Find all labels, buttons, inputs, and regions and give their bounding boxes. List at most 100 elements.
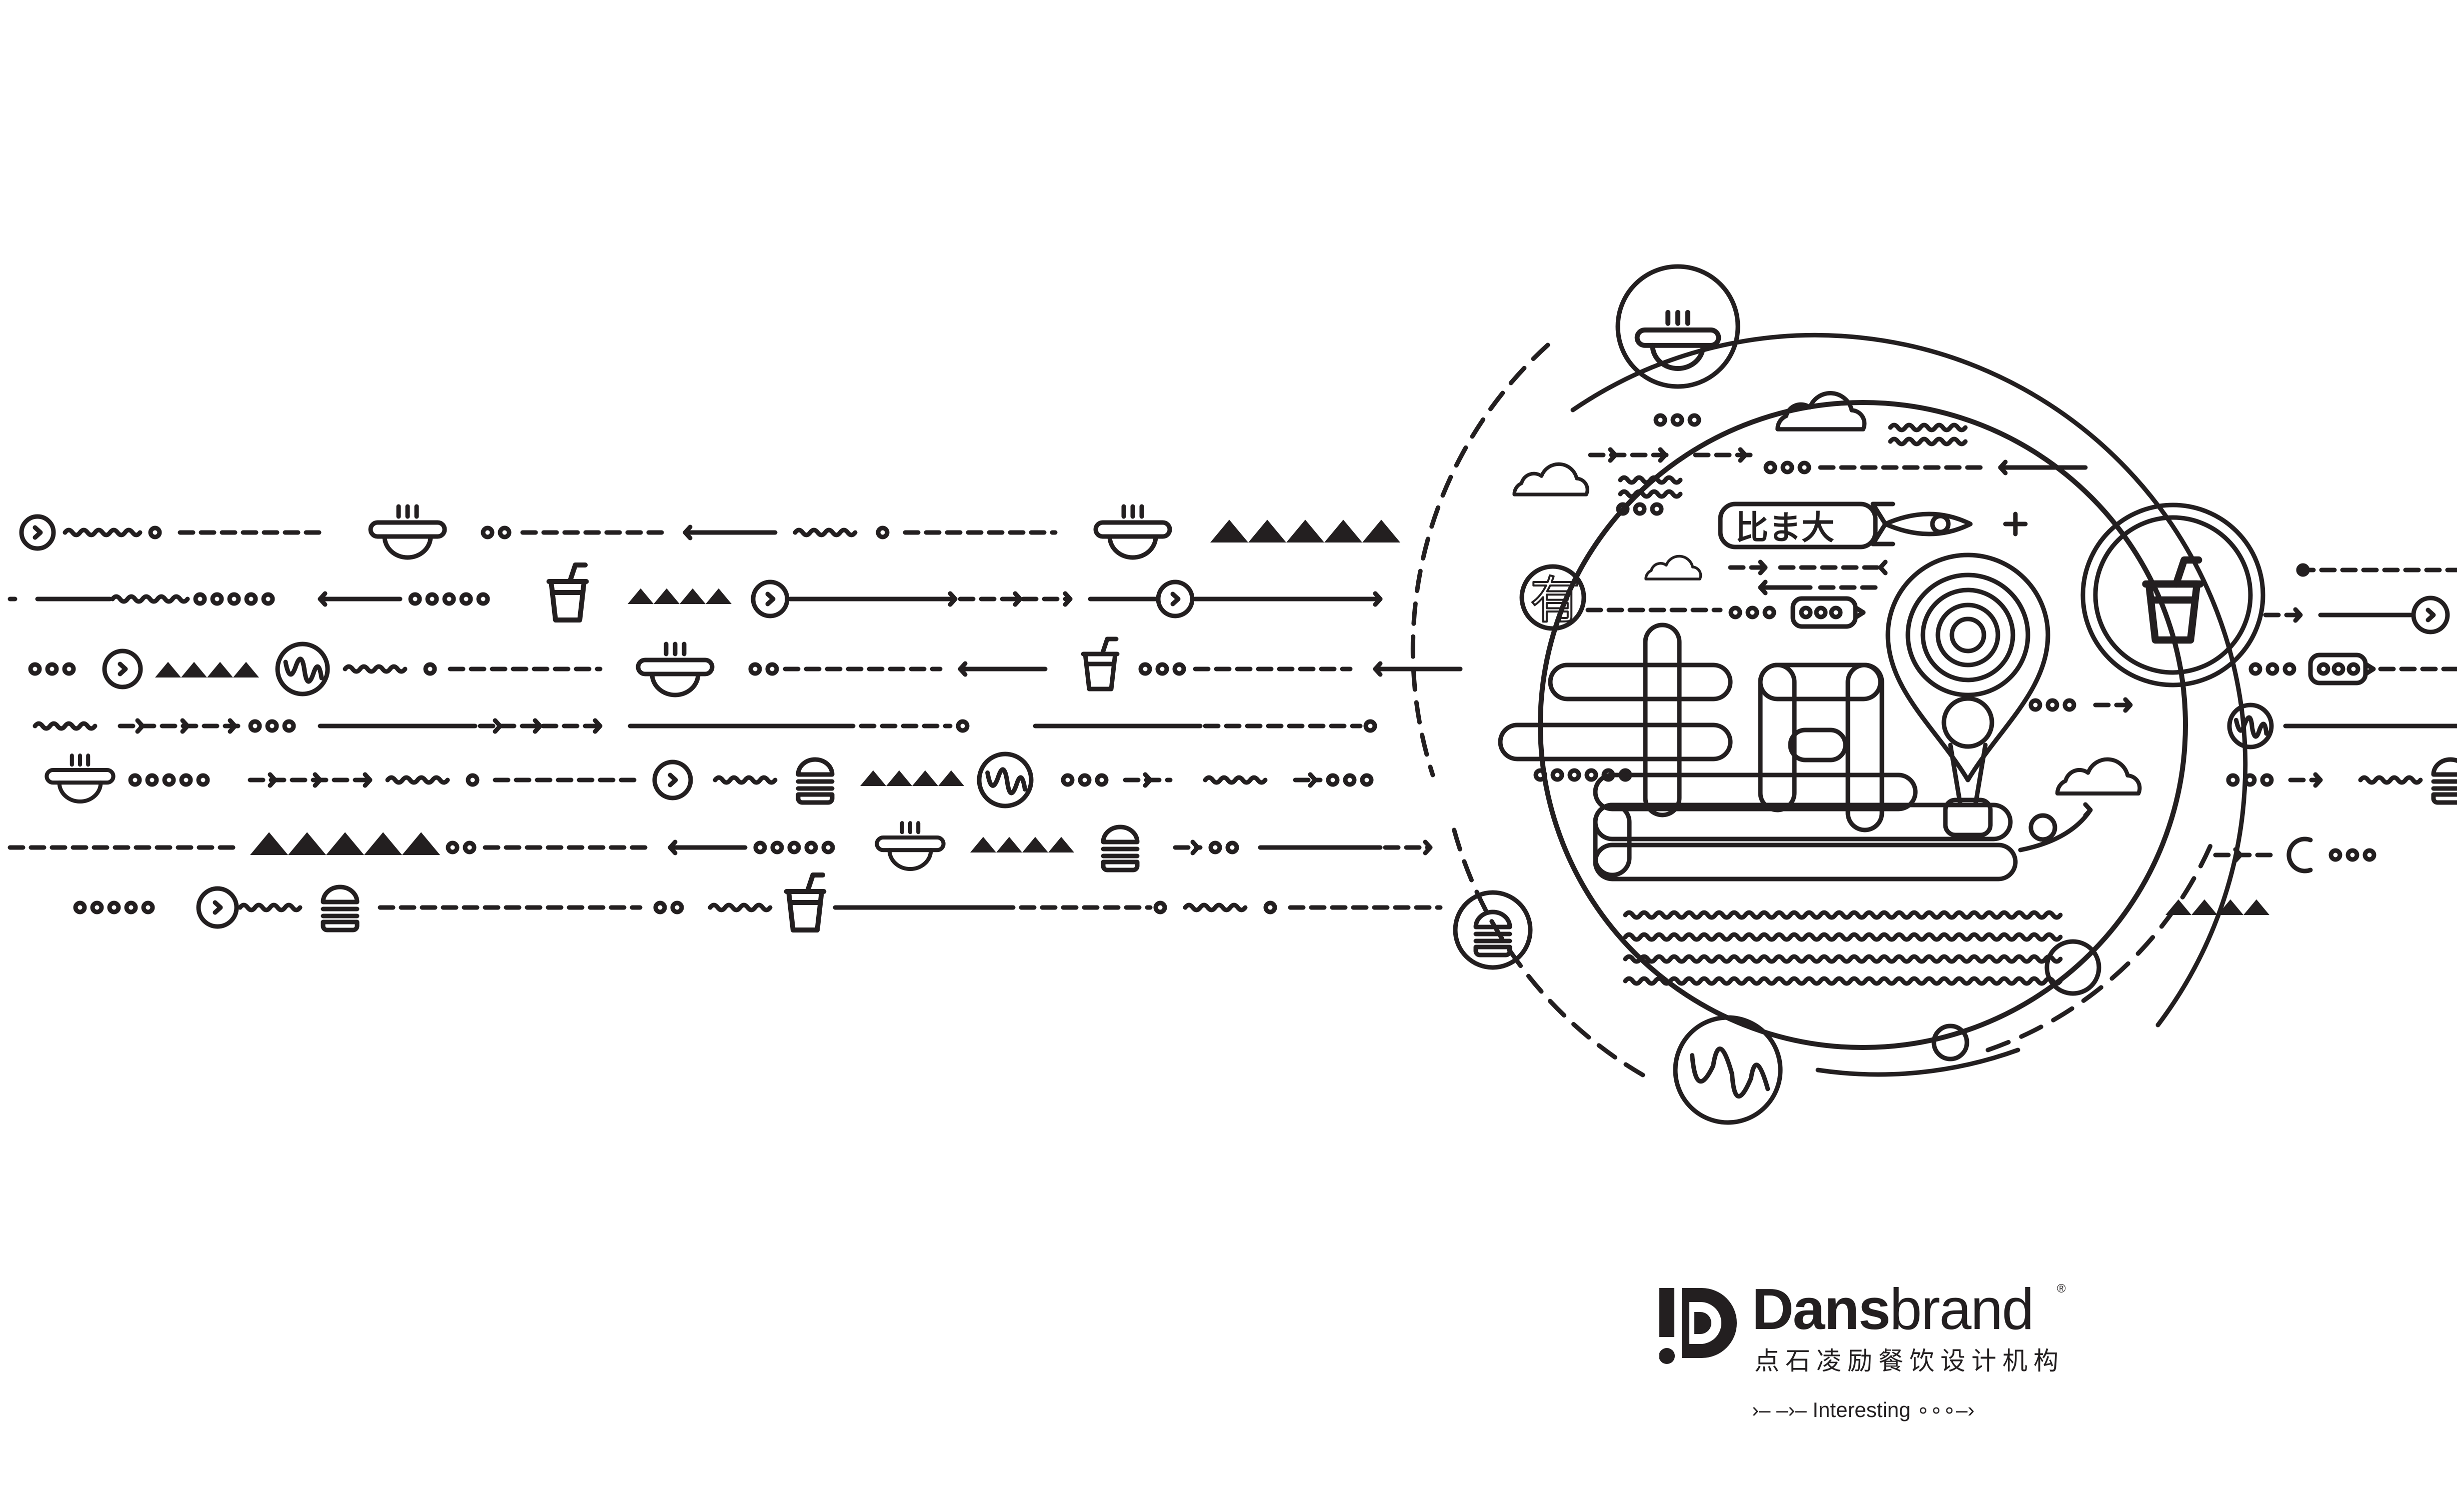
arrow-right-icon xyxy=(1608,447,1618,463)
arrow-right-icon xyxy=(2313,772,2323,788)
burger-icon xyxy=(1473,910,1512,958)
arrow-right-icon xyxy=(1423,840,1433,856)
wave-icon xyxy=(1618,489,1683,499)
dots-icon xyxy=(446,840,477,854)
dots-icon xyxy=(1653,413,1701,427)
wave-icon xyxy=(1623,976,2063,986)
wave-icon xyxy=(793,528,858,538)
burger-icon xyxy=(2431,757,2457,805)
dots-icon xyxy=(956,719,970,733)
dots-icon xyxy=(248,719,296,733)
map-pin-icon xyxy=(1885,552,2050,838)
dots-icon xyxy=(408,592,490,606)
mountain-icon xyxy=(860,770,964,786)
brand-mark-icon xyxy=(1659,1288,1737,1364)
sign-text: 比ま大 xyxy=(1735,508,1834,547)
wave-icon xyxy=(1623,910,2063,920)
cloud-icon xyxy=(1644,554,1702,580)
dots-icon xyxy=(653,900,684,914)
arrow-left-icon xyxy=(318,591,328,607)
bubble-circle xyxy=(2044,939,2101,996)
wave-icon xyxy=(1888,422,1968,432)
play-icon xyxy=(751,580,790,618)
dots-icon xyxy=(1326,773,1374,787)
wave-icon xyxy=(1618,475,1683,485)
arrow-left-icon xyxy=(1998,460,2008,476)
brand-name-light: brand xyxy=(1889,1276,2034,1342)
wave-icon xyxy=(343,664,408,674)
wave-icon xyxy=(708,902,773,912)
bowl-icon xyxy=(1634,310,1721,371)
bowl-icon xyxy=(636,642,715,698)
bowl-icon xyxy=(1093,504,1172,560)
dots-icon xyxy=(1728,606,1776,620)
arrow-right-icon xyxy=(1013,591,1023,607)
dots-icon xyxy=(1138,662,1186,676)
wave-icon xyxy=(1623,954,2063,964)
bowl-icon xyxy=(368,504,447,560)
bowl-icon xyxy=(875,821,946,871)
wave-icon xyxy=(110,594,190,604)
burger-icon xyxy=(321,884,360,932)
dots-icon xyxy=(193,592,275,606)
bowl-badge xyxy=(1615,264,1740,389)
arrow-right-icon xyxy=(363,772,373,788)
arrow-left-icon xyxy=(1878,560,1888,576)
brand-logo: Dansbrand ® 点石凌励餐饮设计机构 ›– –›– Interestin… xyxy=(1659,1280,2069,1440)
dots-icon xyxy=(2028,698,2076,712)
dots-icon xyxy=(1153,900,1167,914)
cloud-icon xyxy=(1775,391,1867,432)
brand-chinese-name: 点石凌励餐饮设计机构 xyxy=(1754,1346,2064,1376)
dots-icon xyxy=(1263,900,1277,914)
wave-icon xyxy=(238,902,303,912)
qu-glyph-pipes xyxy=(1498,622,2018,882)
ring-fragment-icon xyxy=(2286,836,2313,874)
cup-badge xyxy=(2080,502,2265,688)
play-icon xyxy=(2411,596,2450,634)
dots-icon xyxy=(1208,840,1239,854)
brand-tagline-row: ›– –›– Interesting ∘∘∘–› xyxy=(1752,1398,1974,1422)
tagline-dots-right: ∘∘∘–› xyxy=(1916,1398,1975,1422)
arrow-left-icon xyxy=(668,840,678,856)
hub-dashed-arc xyxy=(1985,838,2215,1052)
cloud-icon xyxy=(2055,757,2142,796)
cup-icon xyxy=(1081,636,1120,692)
wave-icon xyxy=(2358,775,2423,785)
you-glyph-badge: 有 xyxy=(1519,564,1586,631)
cup-icon xyxy=(784,872,827,932)
arrow-right-icon xyxy=(1190,840,1200,856)
dots-icon xyxy=(148,526,162,540)
arrow-left-icon xyxy=(1758,580,1768,596)
wave-icon xyxy=(385,775,450,785)
bowl-icon xyxy=(45,754,116,804)
dots-icon xyxy=(753,840,835,854)
play-icon xyxy=(196,886,239,929)
chat-bubble-icon xyxy=(2308,652,2376,686)
arrow-right-icon xyxy=(268,772,278,788)
dots-icon xyxy=(1363,719,1377,733)
play-icon xyxy=(1156,580,1195,618)
brand-name: Dansbrand xyxy=(1752,1280,2034,1338)
burger-badge xyxy=(1453,890,1533,970)
you-glyph: 有 xyxy=(1530,571,1580,630)
dots-icon xyxy=(481,526,512,540)
dots-icon xyxy=(423,662,437,676)
noodle-badge-icon xyxy=(275,642,330,696)
arrow-right-icon xyxy=(180,718,190,734)
hub-outer-arc xyxy=(1570,332,2248,1028)
noodle-badge-icon xyxy=(2227,702,2274,750)
wave-icon xyxy=(1203,775,1268,785)
dots-icon xyxy=(466,773,480,787)
arrow-right-icon xyxy=(593,718,603,734)
dots-icon xyxy=(748,662,779,676)
tagline-arrows-left: ›– –›– xyxy=(1752,1398,1807,1422)
hub-lower-arc xyxy=(1815,1048,2020,1077)
icon-stripes xyxy=(8,504,2457,932)
arrow-right-icon xyxy=(2123,697,2133,713)
cup-icon xyxy=(2142,556,2204,644)
arrow-left-icon xyxy=(683,524,693,540)
wave-icon xyxy=(1623,932,2063,942)
dots-icon xyxy=(876,526,890,540)
